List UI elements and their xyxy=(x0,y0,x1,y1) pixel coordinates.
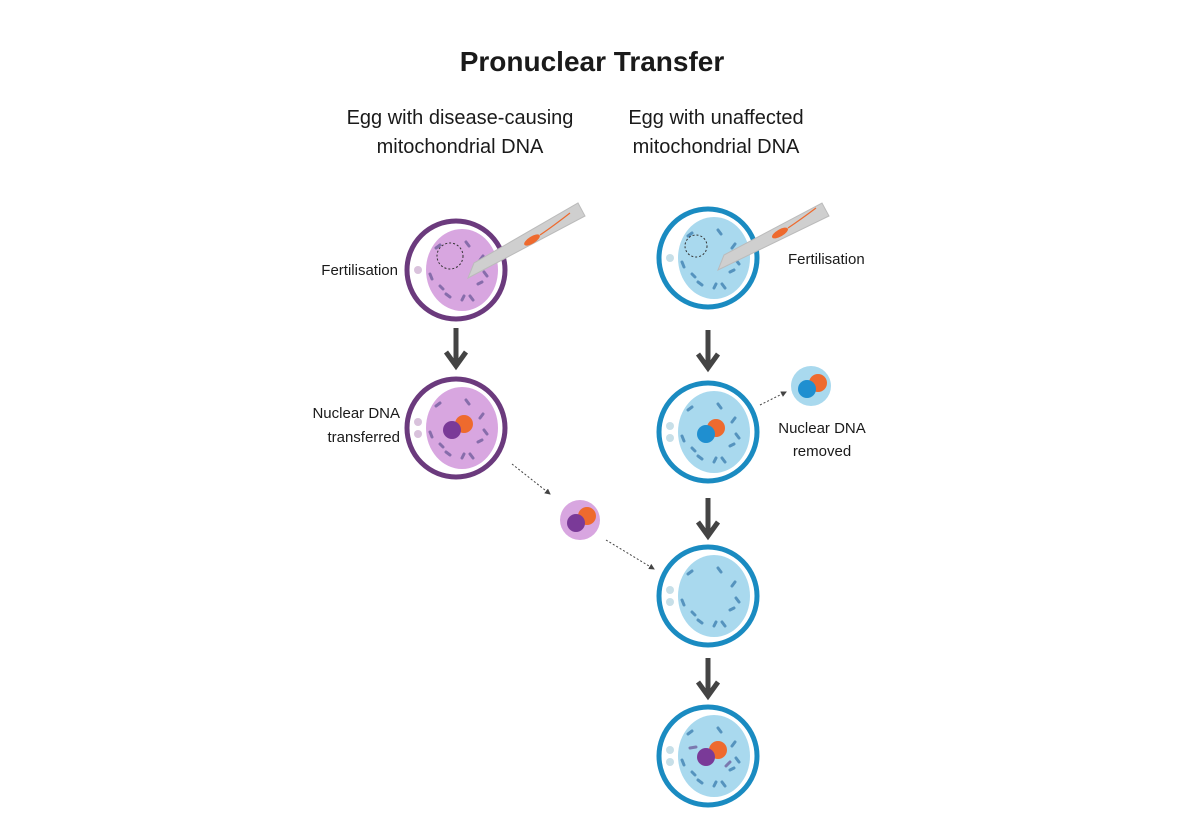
arrow-down-icon xyxy=(698,498,718,536)
left-fertilisation-label: Fertilisation xyxy=(321,262,398,279)
right-removed-label-line1: Nuclear DNA xyxy=(778,420,866,437)
arrow-down-icon xyxy=(698,658,718,696)
affected-egg-pronuclei xyxy=(404,376,508,480)
affected-egg-fertilisation xyxy=(404,218,508,322)
spindle-icon xyxy=(436,242,464,270)
right-fertilisation-label: Fertilisation xyxy=(788,251,865,268)
diagram-title: Pronuclear Transfer xyxy=(460,46,725,77)
reconstructed-egg xyxy=(656,704,760,808)
right-removed-label-line2: removed xyxy=(793,443,851,460)
sperm-pipette-left xyxy=(467,202,586,280)
sperm-pipette-right xyxy=(717,202,830,272)
removed-karyoplast xyxy=(791,366,831,406)
transfer-arrow xyxy=(511,463,551,495)
left-transferred-label-line1: Nuclear DNA xyxy=(312,405,400,422)
arrow-down-icon xyxy=(446,328,466,366)
transfer-arrow xyxy=(605,539,655,570)
transferred-karyoplast xyxy=(560,500,600,540)
arrow-down-icon xyxy=(698,330,718,368)
left-heading-line1: Egg with disease-causing xyxy=(347,107,574,129)
enucleated-donor-egg xyxy=(656,544,760,648)
removal-arrow xyxy=(759,391,787,406)
right-heading-line2: mitochondrial DNA xyxy=(633,136,800,158)
right-heading-line1: Egg with unaffected xyxy=(628,107,803,129)
unaffected-egg-pronuclei xyxy=(656,380,760,484)
spindle-icon xyxy=(684,234,708,258)
left-transferred-label-line2: transferred xyxy=(327,429,400,446)
unaffected-egg-fertilisation xyxy=(656,206,760,310)
left-heading-line2: mitochondrial DNA xyxy=(377,136,544,158)
